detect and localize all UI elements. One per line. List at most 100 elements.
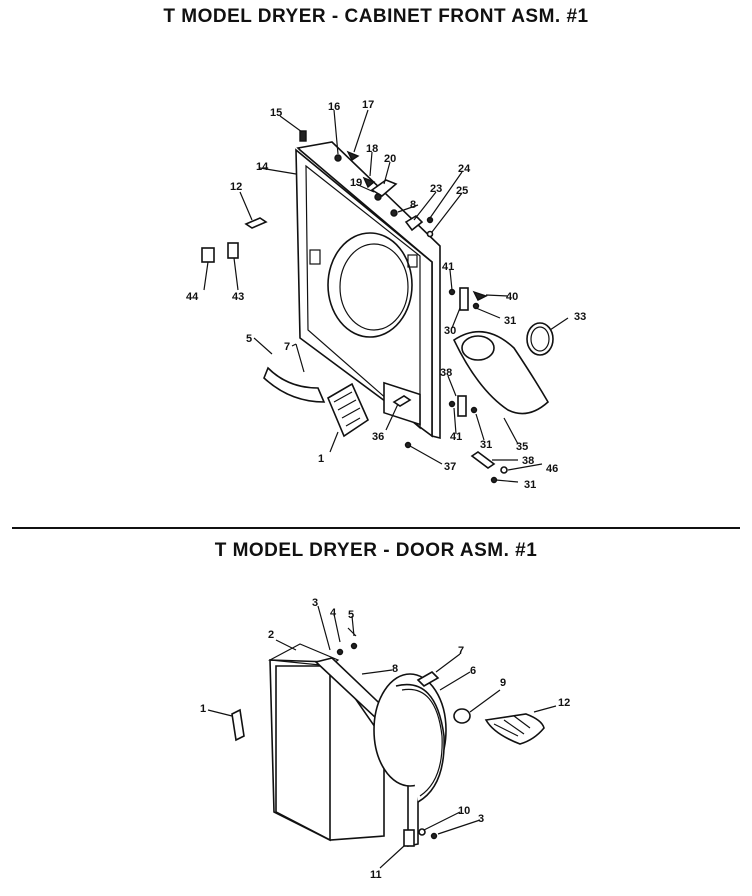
callout-18: 18 [366, 143, 378, 155]
cabinet-front-assembly [201, 109, 569, 484]
cabinet-panel-side [296, 141, 441, 440]
door-opening-inner [339, 243, 409, 331]
door-leader-lines [207, 605, 557, 869]
callout-37: 37 [444, 461, 456, 473]
plug-9 [453, 708, 471, 724]
screw-37 [404, 441, 412, 449]
washer-10 [418, 828, 426, 836]
washer-25 [426, 230, 434, 238]
door-callout-1: 1 [200, 703, 206, 715]
latch-11 [403, 829, 415, 847]
clip-12 [244, 217, 268, 229]
door-assembly [207, 605, 557, 869]
washer-46 [500, 466, 508, 474]
callout-14: 14 [256, 161, 269, 173]
screw-31 [472, 302, 480, 310]
callout-24: 24 [458, 163, 471, 175]
door-callout-8a: 8 [392, 663, 398, 675]
cabinet-callouts: 15 16 17 18 20 14 12 19 8 24 23 25 44 43… [186, 99, 586, 491]
cabinet-title: T MODEL DRYER - CABINET FRONT ASM. #1 [163, 6, 589, 27]
screw-3b [430, 832, 438, 840]
callout-17: 17 [362, 99, 374, 111]
section-divider [12, 527, 740, 529]
callout-1: 1 [318, 453, 324, 465]
panel-hole [407, 254, 418, 268]
screw-4 [350, 642, 358, 650]
callout-44: 44 [186, 291, 199, 303]
callout-38b: 38 [522, 455, 534, 467]
callout-46: 46 [546, 463, 558, 475]
door-callout-11: 11 [370, 869, 382, 881]
callout-41b: 41 [450, 431, 462, 443]
callout-5: 5 [246, 333, 252, 345]
callout-12: 12 [230, 181, 242, 193]
door-opening-ring [327, 232, 413, 338]
screw-41 [448, 288, 456, 296]
clip-40 [472, 290, 488, 301]
door-callout-6: 6 [470, 665, 476, 677]
clip-16 [334, 154, 342, 162]
panel-hole [309, 249, 321, 265]
seal-ring-inner [530, 326, 550, 352]
latch-44 [201, 247, 215, 263]
cabinet-leader-lines [203, 109, 569, 483]
door-gasket-8 [395, 683, 445, 803]
door-callout-10: 10 [458, 805, 470, 817]
duct-opening [461, 335, 495, 361]
callout-16: 16 [328, 101, 340, 113]
callout-43: 43 [232, 291, 244, 303]
handle-7 [416, 671, 440, 687]
hinge-30 [459, 287, 469, 311]
screw-15 [299, 130, 307, 142]
callout-23: 23 [430, 183, 442, 195]
door-callout-2: 2 [268, 629, 274, 641]
screw-7 [295, 343, 305, 373]
plate-43 [227, 242, 239, 259]
callout-41: 41 [442, 261, 454, 273]
screw-8 [390, 209, 398, 217]
screw-31c [490, 476, 498, 484]
callout-31: 31 [504, 315, 516, 327]
door-callouts: 3 4 5 2 8 7 6 9 1 12 10 3 11 [200, 597, 570, 881]
door-callout-4: 4 [330, 607, 337, 619]
callout-30: 30 [444, 325, 456, 337]
callout-38: 38 [440, 367, 452, 379]
screw-19 [374, 193, 382, 201]
hinge-38 [457, 395, 467, 417]
hinge-1 [231, 708, 245, 742]
callout-8: 8 [410, 199, 416, 211]
door-callout-3: 3 [312, 597, 318, 609]
callout-40: 40 [506, 291, 518, 303]
screw-3 [336, 648, 344, 656]
toe-kick-5 [263, 366, 326, 403]
door-catch-12 [484, 713, 545, 745]
grille-1 [326, 382, 370, 438]
door-callout-7: 7 [458, 645, 464, 657]
callout-15: 15 [270, 107, 282, 119]
grille-slots [333, 391, 361, 427]
callout-31b: 31 [480, 439, 492, 451]
screw-31b [470, 406, 478, 414]
hinge-38b [470, 451, 496, 469]
callout-20: 20 [384, 153, 396, 165]
clip-17 [346, 150, 360, 162]
door-callout-5: 5 [348, 609, 354, 621]
cabinet-panel-inset [305, 164, 421, 430]
callout-36: 36 [372, 431, 384, 443]
callout-25: 25 [456, 185, 468, 197]
callout-19: 19 [350, 177, 362, 189]
screw-24 [426, 216, 434, 224]
door-callout-12: 12 [558, 697, 570, 709]
screw-5 [347, 627, 357, 637]
bracket-23 [404, 214, 424, 232]
door-gasket-inner [401, 688, 443, 797]
callout-33: 33 [574, 311, 586, 323]
callout-35: 35 [516, 441, 528, 453]
callout-7: 7 [284, 341, 290, 353]
callout-31c: 31 [524, 479, 536, 491]
door-callout-9: 9 [500, 677, 506, 689]
door-top-trim-2 [267, 643, 340, 667]
screw-41b [448, 400, 456, 408]
door-outer-face [275, 665, 331, 842]
